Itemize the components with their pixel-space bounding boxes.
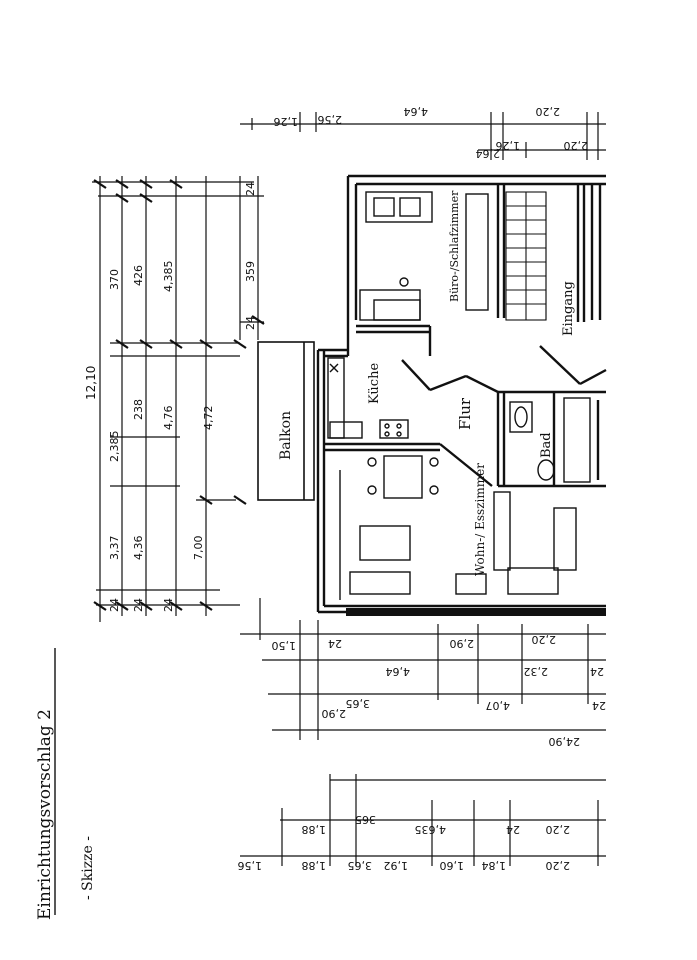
dim-label: 24 [592,699,606,712]
sheet-title: Einrichtungsvorschlag 2 [35,709,55,920]
dim-label: 1,26 [496,139,521,152]
office-furniture [359,191,489,321]
top-dimension-labels: 4,64 2,20 1,26 2,56 1,26 2,64 2,20 [274,105,589,160]
dim-label: 1,26 [274,115,299,128]
dim-label: 2,385 [108,431,121,463]
floor-plan-walls [316,174,607,614]
sheet-title-group: Einrichtungsvorschlag 2 - Skizze - [35,648,96,920]
dim-label: 1,84 [482,859,507,872]
lower-dimension-labels: 1,88 365 4,635 24 2,20 1,56 1,88 3,65 1,… [238,813,571,872]
dim-label: 3,65 [348,859,373,872]
balcony [257,341,315,501]
dim-label: 3,65 [346,697,371,710]
dim-label: 24 [328,637,342,650]
dim-label: 24 [244,182,257,196]
dim-label: 24,90 [549,735,581,748]
kitchen-furniture [327,357,409,439]
bath-furniture [509,397,591,483]
top-dimension-chains [240,112,606,160]
bottom-dimension-labels: 1,50 24 2,90 2,20 4,64 2,32 24 4,07 3,65… [272,633,607,748]
dim-label: 1,92 [384,859,409,872]
dim-label: 2,56 [318,113,343,126]
sheet-subtitle: - Skizze - [80,836,96,900]
dim-label: 2,20 [564,139,589,152]
dim-label: 365 [355,813,376,826]
dim-label: 238 [132,399,145,420]
dim-label: 4,64 [386,665,411,678]
dim-label: 7,00 [192,536,205,561]
dim-label: 1,50 [272,639,297,652]
dim-label: 4,385 [162,261,175,293]
room-label-flur: Flur [456,397,474,430]
dim-label: 24 [590,665,604,678]
dim-label: 24 [244,316,257,330]
dim-label: 4,72 [202,406,215,431]
dim-label: 24 [162,598,175,612]
dim-label: 4,64 [404,105,429,118]
dim-label: 426 [132,265,145,286]
dim-label: 2,90 [322,707,347,720]
dim-label: 2,20 [536,105,561,118]
dim-label: 2,20 [532,633,557,646]
dim-label: 1,88 [302,823,327,836]
dim-label: 24 [506,823,520,836]
dim-label: 2,20 [546,859,571,872]
room-label-balkon: Balkon [278,411,294,460]
dim-label: 4,07 [486,699,511,712]
bottom-dimension-chains [240,598,606,740]
dim-label: 1,88 [302,859,327,872]
dim-label: 1,60 [440,859,465,872]
left-dimension-labels: 12,10 370 2,385 3,37 24 426 238 4,36 24 … [84,182,257,612]
living-furniture [339,455,577,600]
dim-label: 2,90 [450,637,475,650]
dim-label: 4,635 [415,823,447,836]
dim-label: 4,36 [132,536,145,561]
room-label-kueche: Küche [367,363,382,404]
staircase [505,191,547,321]
dim-label: 2,64 [476,147,501,160]
left-dimension-ticks [93,179,265,611]
facade-bar [346,608,606,616]
dim-label: 24 [108,598,121,612]
dim-label-total: 12,10 [84,366,98,400]
dim-label: 4,76 [162,406,175,431]
dim-label: 2,20 [546,823,571,836]
lower-dimension-chains [240,774,606,866]
dim-label: 1,56 [238,859,263,872]
dim-label: 3,37 [108,536,121,561]
room-label-eingang: Eingang [561,281,576,336]
room-label-buero: Büro-/Schlafzimmer [448,190,461,302]
dim-label: 370 [108,269,121,290]
dim-label: 24 [132,598,145,612]
room-label-wohn: Wohn-/ Esszimmer [473,463,487,576]
dim-label: 2,32 [524,665,549,678]
room-label-bad: Bad [539,432,554,458]
dim-label: 359 [244,261,257,282]
